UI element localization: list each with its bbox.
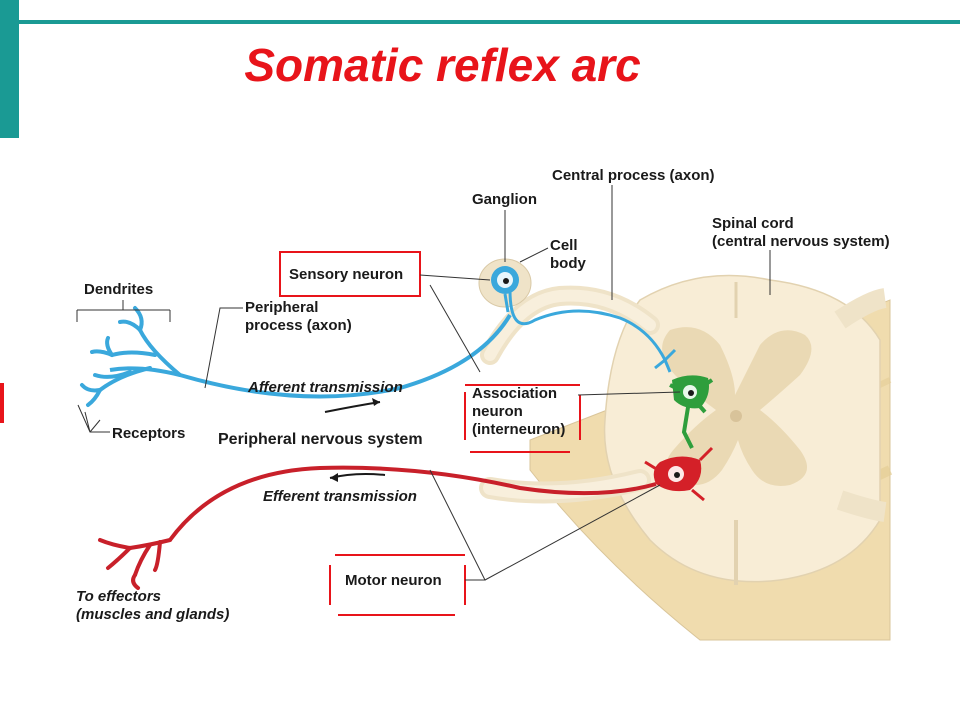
- association-label-3: (interneuron): [472, 421, 565, 438]
- sensory-neuron-box: [279, 251, 421, 297]
- spinal-cord-label-2: (central nervous system): [712, 233, 890, 250]
- sensory-neuron-label: Sensory neuron: [289, 266, 403, 283]
- effectors-label-1: To effectors: [76, 588, 161, 605]
- pns-label: Peripheral nervous system: [218, 431, 423, 448]
- dorsal-root-inner: [484, 289, 656, 361]
- grey-matter: [662, 327, 812, 486]
- sensory-neuron-leader-2: [429, 284, 481, 373]
- peripheral-process-label-1: Peripheral: [245, 299, 318, 316]
- dendrites-bracket: [76, 300, 171, 322]
- receptors-leader: [77, 404, 110, 433]
- accent-bar-left: [0, 0, 19, 138]
- right-dorsal-root: [834, 288, 887, 329]
- edge-marker: [0, 383, 4, 423]
- afferent-label: Afferent transmission: [247, 379, 403, 396]
- peripheral-process-label-2: process (axon): [245, 317, 352, 334]
- motor-neuron-box: [329, 554, 466, 616]
- association-neuron-leader: [577, 391, 681, 396]
- association-label-2: neuron: [472, 403, 523, 420]
- motor-neuron-leader: [429, 469, 486, 581]
- receptors-label: Receptors: [112, 425, 185, 442]
- association-neuron-box: [464, 384, 581, 453]
- ganglion-label: Ganglion: [472, 191, 537, 208]
- effectors-label-2: (muscles and glands): [76, 606, 229, 623]
- dendrites: [80, 306, 182, 407]
- motor-neuron-label: Motor neuron: [345, 572, 442, 589]
- motor-neuron-leader-2: [484, 484, 661, 581]
- sensory-neuron-leader: [419, 274, 491, 281]
- interneuron: [669, 375, 714, 449]
- central-canal: [730, 410, 742, 422]
- cell-body-label-1: Cell: [550, 237, 578, 254]
- motor-neuron: [168, 446, 714, 542]
- spinal-cord-label-1: Spinal cord: [712, 215, 794, 232]
- association-label-1: Association: [472, 385, 557, 402]
- accent-bar-top: [19, 20, 960, 24]
- right-ventral-root: [836, 490, 887, 522]
- cell-body-label-2: body: [550, 255, 586, 272]
- afferent-arrow: [324, 398, 381, 413]
- leader-lines: [76, 185, 771, 581]
- cell-body-leader: [519, 247, 549, 263]
- peripheral-process-leader: [204, 307, 243, 389]
- central-process-label: Central process (axon): [552, 167, 715, 184]
- efferent-arrow: [329, 473, 386, 482]
- motor-terminals: [98, 538, 172, 590]
- efferent-label: Efferent transmission: [263, 488, 417, 505]
- dendrites-label: Dendrites: [84, 281, 153, 298]
- page-title: Somatic reflex arc: [244, 39, 641, 91]
- sensory-neuron: [109, 266, 677, 399]
